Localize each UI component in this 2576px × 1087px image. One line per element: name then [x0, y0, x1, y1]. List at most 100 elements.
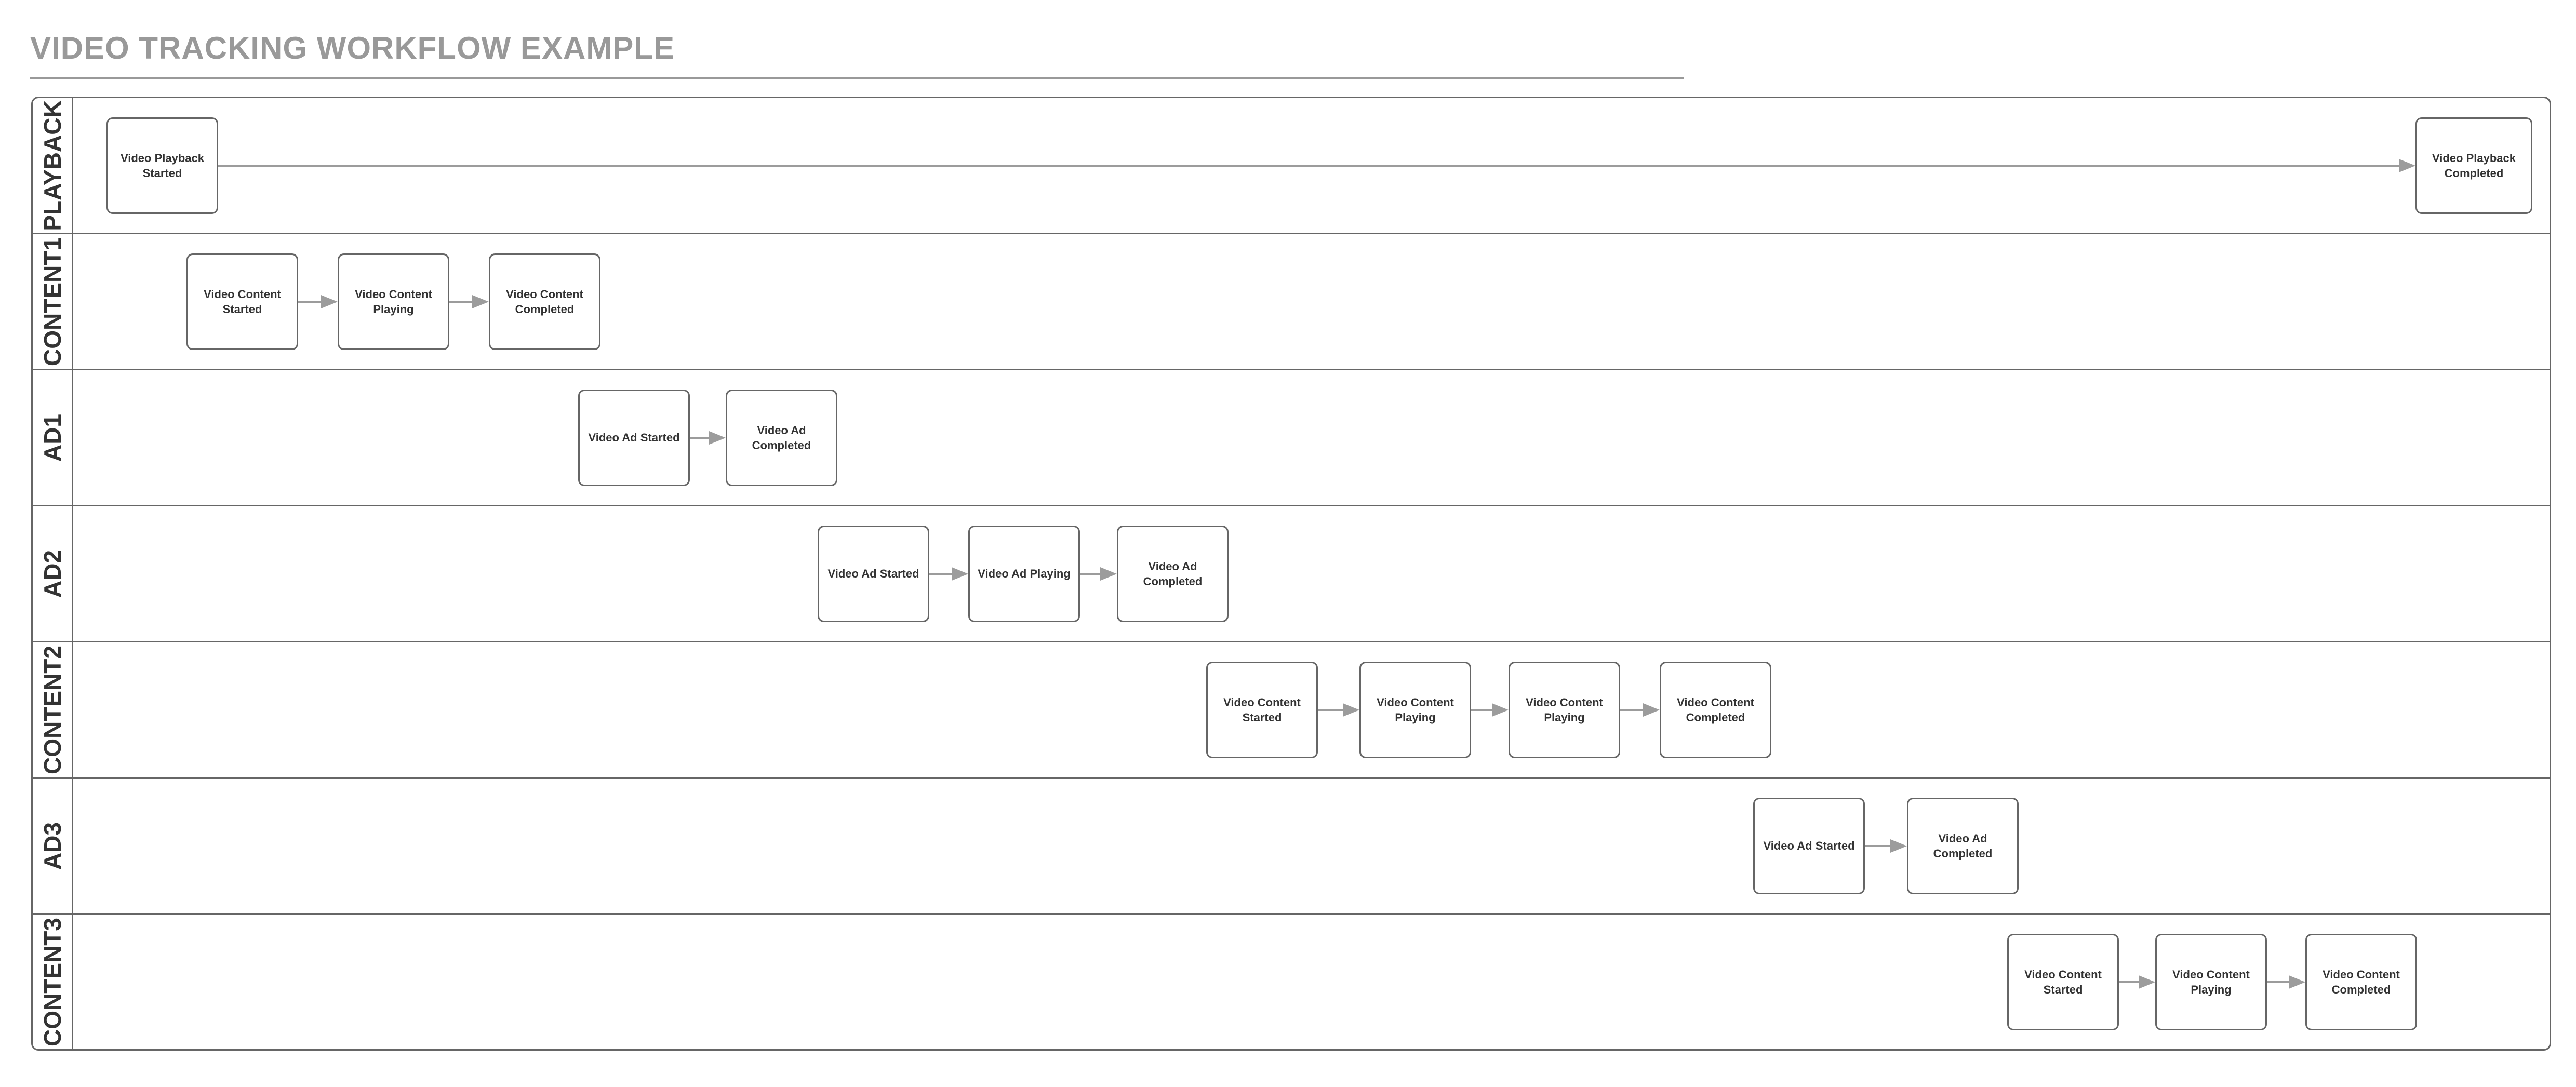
flow-arrow	[298, 294, 338, 308]
lane-body: Video Content Started Video Content Playi…	[73, 642, 2550, 777]
arrow-line	[2119, 981, 2139, 983]
flow-node[interactable]: Video Content Completed	[2305, 933, 2417, 1030]
flow-node-label: Video Content Playing	[1377, 695, 1454, 724]
flow-node-label: Video Content Started	[2024, 968, 2102, 996]
lane-label: CONTENT3	[38, 917, 66, 1046]
flow-arrow	[2267, 975, 2305, 989]
flow-node-label: Video Ad Started	[827, 567, 919, 580]
flow-node[interactable]: Video Ad Started	[818, 525, 929, 622]
lane-label-cell: CONTENT3	[33, 915, 73, 1049]
flow-node[interactable]: Video Content Completed	[1660, 661, 1771, 758]
flow-node[interactable]: Video Content Playing	[2155, 933, 2267, 1030]
flow-arrow	[1865, 839, 1907, 853]
flow-node-label: Video Ad Completed	[1143, 559, 1203, 588]
arrow-line	[1080, 572, 1100, 575]
arrowhead-icon	[1492, 703, 1509, 717]
arrow-line	[1318, 708, 1343, 711]
lane-label: CONTENT1	[38, 237, 66, 366]
flow-node[interactable]: Video Ad Completed	[1907, 797, 2019, 894]
lane-label: AD2	[38, 549, 66, 598]
lane-body: Video Playback Started Video Playback Com…	[73, 98, 2550, 233]
arrowhead-icon	[1100, 567, 1117, 581]
lane-label-cell: PLAYBACK	[33, 98, 73, 233]
lane-label: AD3	[38, 822, 66, 870]
page-title: VIDEO TRACKING WORKFLOW EXAMPLE	[30, 31, 675, 65]
arrowhead-icon	[952, 567, 968, 581]
lane-label-cell: AD3	[33, 779, 73, 913]
flow-arrow	[449, 294, 489, 308]
flow-node[interactable]: Video Content Completed	[489, 253, 600, 350]
lane-label-cell: AD1	[33, 370, 73, 505]
lane-label: PLAYBACK	[38, 100, 66, 231]
flow-node[interactable]: Video Ad Started	[1753, 797, 1865, 894]
flow-node-label: Video Ad Started	[1763, 839, 1855, 852]
lane-body: Video Ad Started Video Ad Playing Video Ad…	[73, 506, 2550, 641]
arrow-line	[218, 164, 2399, 167]
flow-arrow	[1080, 567, 1117, 581]
lane-label: CONTENT2	[38, 645, 66, 774]
arrowhead-icon	[1643, 703, 1660, 717]
flow-node[interactable]: Video Content Started	[186, 253, 298, 350]
lane-body: Video Ad Started Video Ad Completed	[73, 779, 2550, 913]
arrowhead-icon	[2399, 158, 2415, 172]
flow-node[interactable]: Video Content Started	[1206, 661, 1318, 758]
flow-arrow	[1318, 703, 1359, 717]
lane-body: Video Content Started Video Content Playi…	[73, 234, 2550, 369]
flow-node-label: Video Ad Started	[588, 431, 680, 444]
flow-node[interactable]: Video Ad Playing	[968, 525, 1080, 622]
flow-node-label: Video Playback Started	[120, 151, 204, 180]
lane-body: Video Content Started Video Content Playi…	[73, 915, 2550, 1049]
flow-node[interactable]: Video Content Started	[2007, 933, 2119, 1030]
lane-label-cell: CONTENT2	[33, 642, 73, 777]
lane-label: AD1	[38, 413, 66, 462]
swimlane: AD1 Video Ad Started Video Ad Completed	[33, 369, 2550, 505]
flow-node-label: Video Content Playing	[2172, 968, 2250, 996]
arrow-line	[1865, 844, 1890, 847]
flow-node-label: Video Content Completed	[2323, 968, 2400, 996]
arrow-line	[2267, 981, 2289, 983]
flow-arrow	[1620, 703, 1660, 717]
lane-label-cell: AD2	[33, 506, 73, 641]
arrowhead-icon	[709, 431, 726, 445]
flow-node[interactable]: Video Ad Started	[578, 389, 690, 486]
flow-node-label: Video Ad Completed	[752, 423, 811, 452]
flow-node-label: Video Playback Completed	[2432, 151, 2516, 180]
flow-node-label: Video Ad Completed	[1933, 831, 1993, 860]
arrow-line	[449, 300, 472, 303]
flow-node-label: Video Content Playing	[1526, 695, 1603, 724]
arrowhead-icon	[321, 294, 338, 308]
arrowhead-icon	[1890, 839, 1907, 853]
flow-node[interactable]: Video Playback Completed	[2415, 117, 2532, 214]
flow-arrow	[2119, 975, 2155, 989]
swimlane: AD3 Video Ad Started Video Ad Completed	[33, 777, 2550, 913]
arrow-line	[298, 300, 321, 303]
arrowhead-icon	[1343, 703, 1359, 717]
arrow-line	[1620, 708, 1643, 711]
flow-node-label: Video Content Completed	[1677, 695, 1754, 724]
flow-node-label: Video Content Playing	[355, 287, 432, 316]
flow-node-label: Video Ad Playing	[978, 567, 1071, 580]
flow-node[interactable]: Video Playback Started	[106, 117, 218, 214]
flow-node-label: Video Content Completed	[506, 287, 583, 316]
flow-node[interactable]: Video Ad Completed	[1117, 525, 1229, 622]
flow-node[interactable]: Video Content Playing	[1509, 661, 1620, 758]
flow-node[interactable]: Video Ad Completed	[726, 389, 837, 486]
title-underline	[30, 77, 1684, 79]
flow-arrow	[929, 567, 968, 581]
arrow-line	[690, 436, 709, 439]
flow-node-label: Video Content Started	[204, 287, 281, 316]
arrow-line	[1471, 708, 1492, 711]
arrow-line	[929, 572, 952, 575]
lane-label-cell: CONTENT1	[33, 234, 73, 369]
flow-arrow	[1471, 703, 1509, 717]
arrowhead-icon	[2289, 975, 2305, 989]
flow-node[interactable]: Video Content Playing	[1359, 661, 1471, 758]
flow-node[interactable]: Video Content Playing	[338, 253, 449, 350]
flow-arrow	[218, 158, 2415, 172]
flow-arrow	[690, 431, 726, 445]
